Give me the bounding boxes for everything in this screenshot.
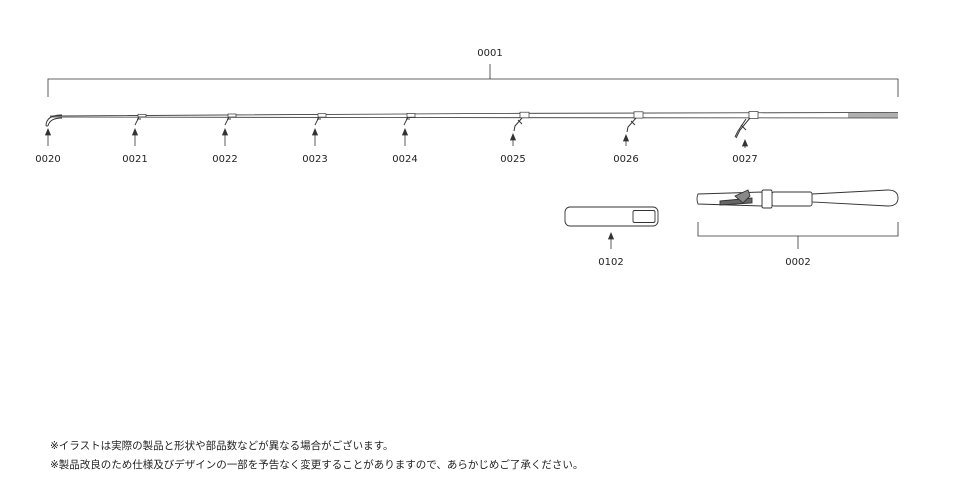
guide-0021-icon [134, 116, 141, 126]
rod-case-icon [564, 206, 659, 227]
grip-bracket [697, 222, 899, 249]
guide-5-label: 0025 [500, 154, 525, 165]
guide-0027-icon [734, 117, 751, 139]
rod-blank [49, 112, 899, 119]
tip-guide-label: 0020 [35, 154, 60, 165]
guide-3-label: 0023 [302, 154, 327, 165]
rod-case-leader [607, 231, 615, 249]
rod-butt-shading [848, 113, 898, 118]
disclaimer-note-specification: ※製品改良のため仕様及びデザインの一部を予告なく変更することがありますので、あら… [50, 459, 584, 471]
grip-icon [696, 189, 899, 209]
guide-7-label: 0027 [732, 154, 757, 165]
guide-leader-lines [44, 127, 749, 148]
guide-0025-icon [513, 117, 523, 132]
guide-2-label: 0022 [212, 154, 237, 165]
ferrule-joints [137, 111, 759, 119]
disclaimer-note-illustration: ※イラストは実際の製品と形状や部品数などが異なる場合がございます。 [50, 440, 394, 452]
grip-label: 0002 [785, 257, 810, 268]
guide-4-label: 0024 [392, 154, 417, 165]
guide-0023-icon [314, 116, 321, 126]
guide-0026-icon [626, 117, 637, 133]
guide-0022-icon [224, 116, 231, 126]
rod-case-label: 0102 [598, 257, 623, 268]
guide-6-label: 0026 [613, 154, 638, 165]
rod-assembly-label: 0001 [477, 48, 502, 59]
guide-0024-icon [403, 116, 410, 126]
rod-assembly-bracket [47, 64, 899, 97]
tip-guide-icon [45, 114, 63, 127]
guide-1-label: 0021 [122, 154, 147, 165]
